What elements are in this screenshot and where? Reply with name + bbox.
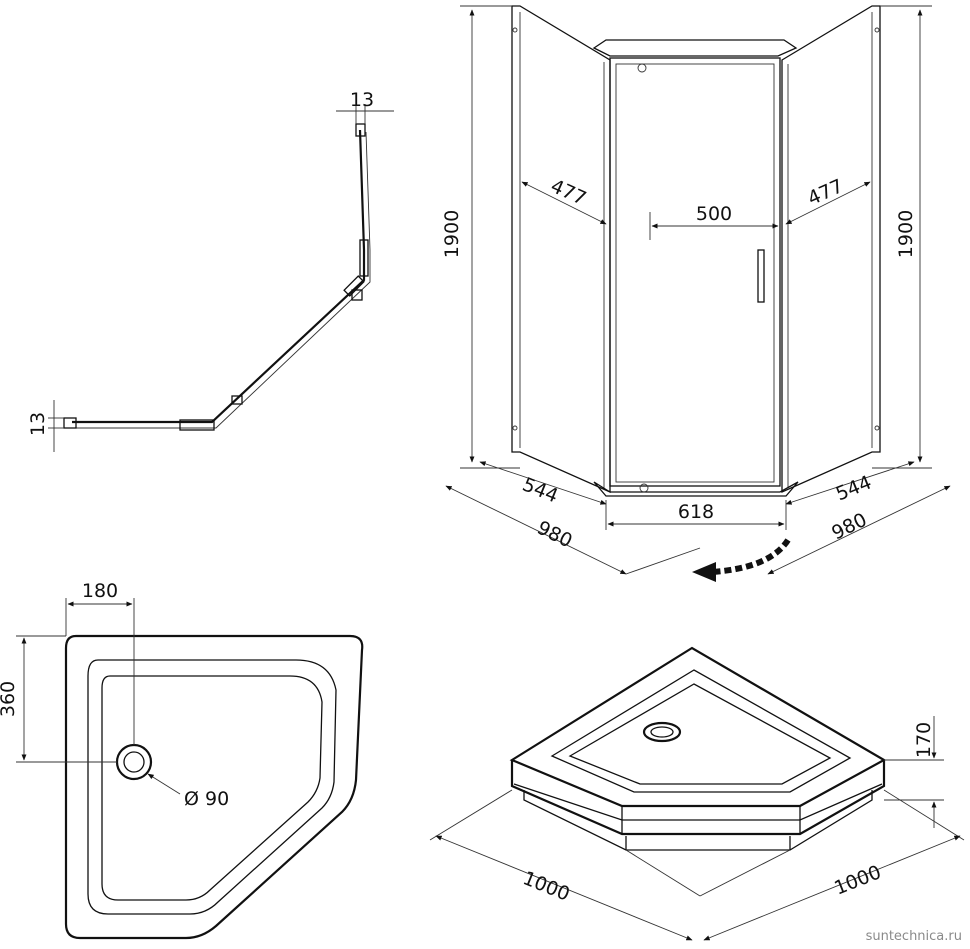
tray-dim-side-left: 1000 xyxy=(520,867,573,906)
plan-wall-profile-left xyxy=(63,417,77,429)
cabin-dim-left-panel: 477 xyxy=(547,175,589,210)
cabin-dim-wall-inner-right: 544 xyxy=(833,471,875,505)
tray-iso-top xyxy=(509,646,887,808)
cabin-view: 1900 1900 477 500 477 544 544 618 980 98… xyxy=(441,5,951,582)
tray-outer-outline xyxy=(64,634,364,940)
plan-dim-left-13: 13 xyxy=(27,412,49,436)
tray-iso-drain xyxy=(642,721,682,743)
cabin-dim-wall-outer-right: 980 xyxy=(828,509,870,545)
cabin-dim-door: 500 xyxy=(696,203,732,225)
watermark: suntechnica.ru xyxy=(866,929,962,944)
cabin-door xyxy=(609,57,781,487)
tray-dim-height: 170 xyxy=(913,722,935,758)
tray-dim-drain-diameter: Ø 90 xyxy=(184,788,229,810)
plan-dim-top-13: 13 xyxy=(350,89,374,111)
drain-inner xyxy=(123,751,145,773)
plan-wall-profile-top xyxy=(355,123,366,137)
cabin-top-rail xyxy=(592,39,798,57)
tray-iso-view: 170 1000 1000 xyxy=(429,646,965,941)
cabin-dim-wall-inner-left: 544 xyxy=(519,473,561,507)
plan-view: 13 13 xyxy=(27,89,394,452)
cabin-dim-height-left: 1900 xyxy=(441,210,463,258)
tray-dim-side-right: 1000 xyxy=(831,861,884,900)
cabin-bottom-rail xyxy=(593,481,799,497)
cabin-left-panel xyxy=(511,5,611,494)
tray-top-view: 180 360 Ø 90 xyxy=(0,580,364,940)
drain-outer xyxy=(115,743,153,781)
cabin-dim-front: 618 xyxy=(678,501,714,523)
cabin-dim-height-right: 1900 xyxy=(895,210,917,258)
cabin-right-panel xyxy=(781,5,881,494)
tray-dim-drain-x: 180 xyxy=(82,580,118,602)
door-opening-arrow-icon xyxy=(692,538,791,582)
plan-panel-outline xyxy=(72,129,366,424)
tray-dim-drain-y: 360 xyxy=(0,681,19,717)
door-handle xyxy=(757,249,765,303)
cabin-dim-wall-outer-left: 980 xyxy=(534,517,576,553)
tray-iso-front xyxy=(510,760,886,836)
